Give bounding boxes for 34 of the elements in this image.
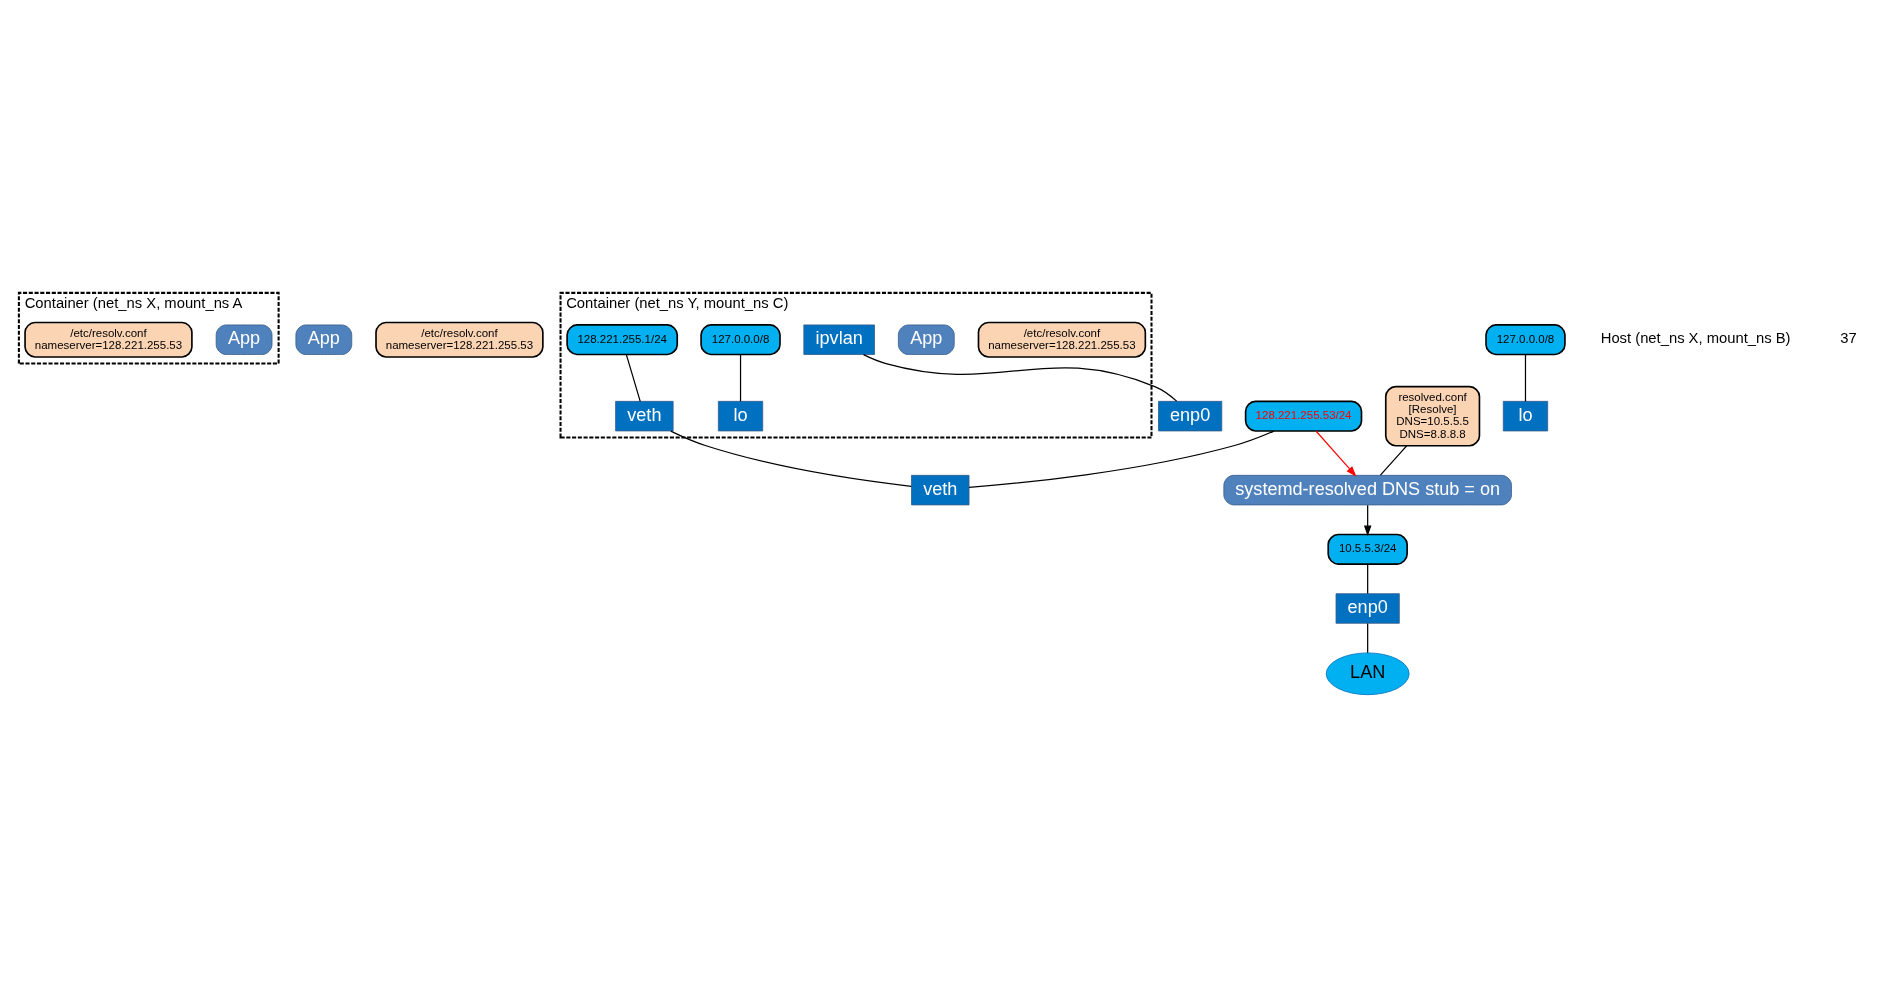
node-box: systemd-resolved DNS stub = on bbox=[1223, 474, 1512, 506]
arrow bbox=[1363, 504, 1372, 537]
connector bbox=[670, 430, 912, 487]
node-box: 128.221.255.53/24 bbox=[1244, 400, 1363, 432]
node-box: 127.0.0.0/8 bbox=[1485, 324, 1566, 356]
node-box: lo bbox=[1502, 400, 1549, 432]
node-box: App bbox=[215, 324, 273, 355]
node-box: lo bbox=[717, 400, 764, 432]
node-box: /etc/resolv.conf nameserver=128.221.255.53 bbox=[977, 321, 1147, 358]
node-ellipse: LAN bbox=[1325, 652, 1410, 696]
connector bbox=[1379, 445, 1408, 476]
label: 37 bbox=[1840, 330, 1857, 347]
label: Host (net_ns X, mount_ns B) bbox=[1600, 330, 1791, 347]
node-box: ipvlan bbox=[803, 324, 875, 355]
connector bbox=[739, 354, 742, 402]
node-box: veth bbox=[615, 400, 674, 432]
connector bbox=[1367, 622, 1369, 654]
connector bbox=[1524, 354, 1527, 402]
node-box: /etc/resolv.conf nameserver=128.221.255.53 bbox=[24, 321, 193, 358]
connector bbox=[1367, 563, 1369, 595]
node-box: resolved.conf [Resolve] DNS=10.5.5.5 DNS=8.8.8.8 bbox=[1384, 385, 1481, 447]
node-box: enp0 bbox=[1335, 593, 1400, 624]
arrow bbox=[1315, 430, 1357, 477]
node-box: App bbox=[295, 324, 353, 355]
node-box: 127.0.0.0/8 bbox=[700, 324, 781, 356]
node-box: 10.5.5.3/24 bbox=[1327, 533, 1408, 565]
connector bbox=[625, 354, 641, 402]
node-box: App bbox=[897, 324, 955, 355]
node-box: 128.221.255.1/24 bbox=[566, 324, 679, 356]
node-box: enp0 bbox=[1158, 400, 1223, 432]
node-box: veth bbox=[911, 474, 970, 506]
connector bbox=[968, 430, 1275, 488]
node-box: /etc/resolv.conf nameserver=128.221.255.53 bbox=[375, 321, 544, 358]
connector bbox=[862, 354, 1178, 402]
